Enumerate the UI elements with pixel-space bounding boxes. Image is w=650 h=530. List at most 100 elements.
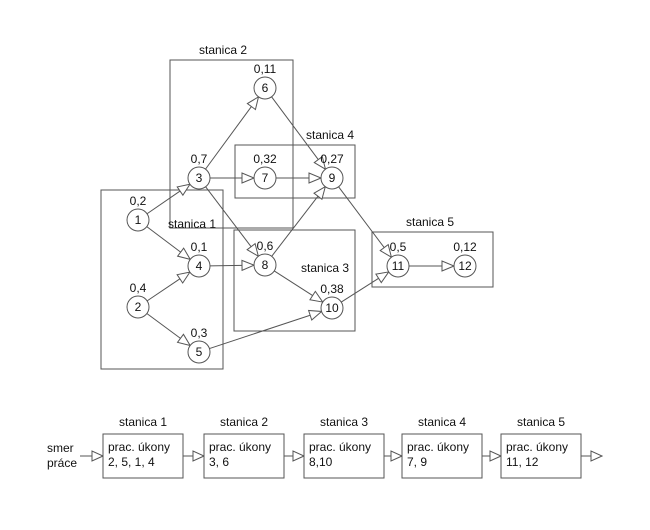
node-number-2: 2 bbox=[135, 300, 142, 314]
arrow-head-6-9 bbox=[313, 155, 327, 171]
node-8: 80,6 bbox=[253, 239, 277, 277]
edge-1-4 bbox=[146, 226, 192, 261]
edge-8-10 bbox=[273, 270, 324, 303]
node-2: 20,4 bbox=[126, 281, 150, 319]
arrow-head-10-11 bbox=[375, 271, 390, 284]
node-1: 10,2 bbox=[126, 194, 150, 232]
node-7: 70,32 bbox=[253, 152, 277, 190]
arrow-head-8-9 bbox=[313, 185, 327, 201]
node-time-7: 0,32 bbox=[253, 152, 277, 166]
flow-station-title-2: stanica 2 bbox=[220, 415, 268, 429]
node-10: 100,38 bbox=[320, 282, 344, 320]
edge-line-3-8 bbox=[205, 186, 252, 247]
direction-label-line1: smer bbox=[47, 441, 74, 455]
edge-line-2-4 bbox=[146, 278, 181, 302]
node-6: 60,11 bbox=[253, 62, 277, 100]
edge-3-6 bbox=[205, 95, 260, 170]
node-circle-9 bbox=[320, 166, 344, 190]
edge-10-11 bbox=[341, 271, 390, 303]
node-number-7: 7 bbox=[262, 171, 269, 185]
edge-11-12 bbox=[409, 260, 456, 272]
node-circle-8 bbox=[253, 253, 277, 277]
flow-station-title-3: stanica 3 bbox=[320, 415, 368, 429]
edge-line-6-9 bbox=[271, 96, 319, 160]
node-time-11: 0,5 bbox=[390, 240, 407, 254]
node-3: 30,7 bbox=[187, 152, 211, 190]
node-circle-6 bbox=[253, 76, 277, 100]
node-number-6: 6 bbox=[262, 81, 269, 95]
arrow-head-3-7 bbox=[241, 172, 256, 184]
node-circle-5 bbox=[187, 340, 211, 364]
edge-line-2-5 bbox=[146, 313, 181, 339]
nodes-layer: 10,220,430,740,150,360,1170,3280,690,271… bbox=[126, 62, 477, 364]
arrow-head-5-10 bbox=[307, 309, 323, 321]
flow-arrow-1 bbox=[183, 450, 206, 462]
edge-3-7 bbox=[210, 172, 256, 184]
station-4-box bbox=[234, 144, 356, 199]
node-number-4: 4 bbox=[196, 259, 203, 273]
node-circle-11 bbox=[386, 254, 410, 278]
edge-line-1-4 bbox=[146, 226, 181, 253]
node-circle-2 bbox=[126, 295, 150, 319]
flow-box-line1-5: prac. úkony bbox=[506, 440, 568, 454]
node-11: 110,5 bbox=[386, 240, 410, 278]
node-number-11: 11 bbox=[392, 259, 405, 273]
flow-box-line2-3: 8,10 bbox=[309, 455, 333, 469]
flow-station-title-1: stanica 1 bbox=[119, 415, 167, 429]
node-circle-10 bbox=[320, 296, 344, 320]
node-number-1: 1 bbox=[135, 213, 142, 227]
arrow-head-9-11 bbox=[379, 243, 393, 259]
edge-line-5-10 bbox=[209, 314, 311, 350]
flow-arrow-1-head bbox=[192, 450, 206, 462]
node-time-8: 0,6 bbox=[257, 239, 274, 253]
node-circle-4 bbox=[187, 254, 211, 278]
node-circle-3 bbox=[187, 166, 211, 190]
edges-layer bbox=[146, 95, 456, 350]
flow-arrow-3 bbox=[384, 450, 404, 462]
flow-box-line2-2: 3, 6 bbox=[209, 455, 229, 469]
node-5: 50,3 bbox=[187, 326, 211, 364]
edge-1-3 bbox=[146, 183, 192, 215]
flow-station-title-4: stanica 4 bbox=[418, 415, 466, 429]
edge-line-8-10 bbox=[273, 270, 313, 296]
node-time-5: 0,3 bbox=[191, 326, 208, 340]
node-time-2: 0,4 bbox=[130, 281, 147, 295]
arrow-head-2-4 bbox=[176, 271, 191, 284]
node-time-1: 0,2 bbox=[130, 194, 147, 208]
node-number-3: 3 bbox=[196, 171, 203, 185]
station-5-label: stanica 5 bbox=[406, 215, 454, 229]
edge-line-10-11 bbox=[341, 277, 379, 303]
flow-box-4 bbox=[401, 433, 483, 479]
node-number-9: 9 bbox=[329, 171, 336, 185]
arrow-head-3-8 bbox=[246, 242, 260, 258]
node-12: 120,12 bbox=[453, 240, 477, 278]
flow-box-line2-5: 11, 12 bbox=[506, 455, 539, 469]
station-5-box bbox=[371, 231, 494, 288]
node-time-10: 0,38 bbox=[320, 282, 344, 296]
edge-2-4 bbox=[146, 271, 191, 302]
edge-7-9 bbox=[276, 172, 323, 184]
flow-box-line2-4: 7, 9 bbox=[407, 455, 427, 469]
flow-arrow-3-head bbox=[390, 450, 404, 462]
flow-arrow-5 bbox=[581, 450, 604, 462]
station-1-label: stanica 1 bbox=[168, 217, 216, 231]
node-number-10: 10 bbox=[325, 301, 339, 315]
arrow-head-11-12 bbox=[441, 260, 456, 272]
flow-box-line2-1: 2, 5, 1, 4 bbox=[108, 455, 155, 469]
edge-line-8-9 bbox=[271, 195, 319, 257]
arrow-head-7-9 bbox=[308, 172, 323, 184]
node-time-6: 0,11 bbox=[254, 62, 277, 76]
flow-box-2 bbox=[203, 433, 285, 479]
flow-box-3 bbox=[303, 433, 385, 479]
flow-station-title-5: stanica 5 bbox=[517, 415, 565, 429]
edge-line-3-6 bbox=[205, 106, 252, 170]
edge-5-10 bbox=[209, 309, 323, 350]
flow-arrow-2 bbox=[284, 450, 306, 462]
arrow-head-4-8 bbox=[241, 259, 256, 272]
station-1-box bbox=[100, 189, 224, 370]
